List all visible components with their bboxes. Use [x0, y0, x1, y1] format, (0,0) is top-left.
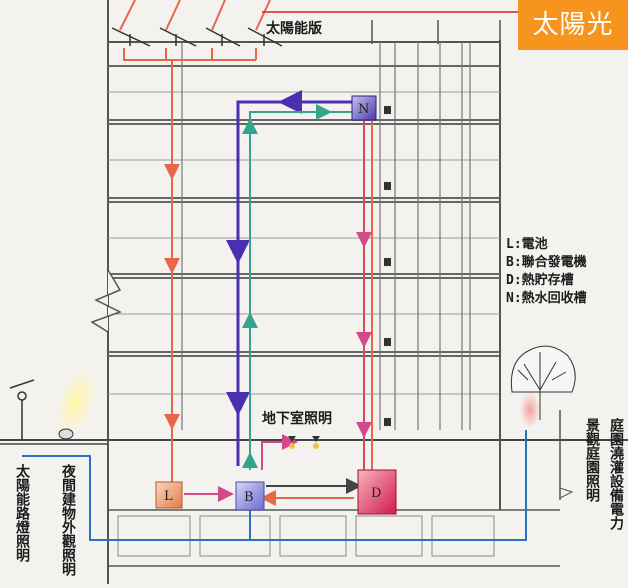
basement-lighting-label: 地下室照明 — [262, 410, 332, 427]
garden-irrigation-power-label: 庭園澆灌設備電力 — [608, 417, 624, 531]
sunlight-label: 太陽光 — [518, 0, 628, 50]
solar-street-lighting-label: 太陽能路燈照明 — [14, 463, 30, 563]
generator-box: B — [235, 481, 265, 511]
solar-panels — [111, 27, 283, 47]
window-markers — [384, 106, 391, 426]
flood-glow — [55, 367, 97, 437]
street-lamp — [9, 379, 35, 440]
hot-water-recovery-label: N — [358, 102, 369, 117]
solar-power-lines — [123, 48, 257, 493]
battery-label: L — [164, 489, 173, 504]
heat-storage-label: D — [371, 486, 381, 501]
hot-water-recovery-box: N — [351, 95, 377, 121]
equipment-links — [184, 434, 362, 506]
flood-light — [58, 428, 74, 440]
tree — [510, 345, 576, 420]
battery-box: L — [155, 481, 183, 509]
legend-item: L:電池 — [506, 236, 548, 252]
legend-item: D:熱貯存槽 — [506, 272, 574, 288]
hot-water-loop — [226, 90, 352, 470]
garden-light-glow — [520, 392, 540, 428]
heat-lines — [356, 120, 373, 470]
landscape-garden-lighting-label: 景觀庭園照明 — [584, 418, 600, 503]
electric-lines — [22, 430, 527, 541]
heat-storage-box: D — [357, 469, 397, 515]
solar-panel-label: 太陽能版 — [266, 20, 322, 37]
legend-item: B:聯合發電機 — [506, 254, 587, 270]
legend-item: N:熱水回收槽 — [506, 290, 587, 306]
night-building-lighting-label: 夜間建物外觀照明 — [60, 463, 77, 577]
generator-label: B — [244, 490, 254, 505]
basement-lights — [288, 436, 320, 449]
sun-rays — [119, 0, 271, 31]
